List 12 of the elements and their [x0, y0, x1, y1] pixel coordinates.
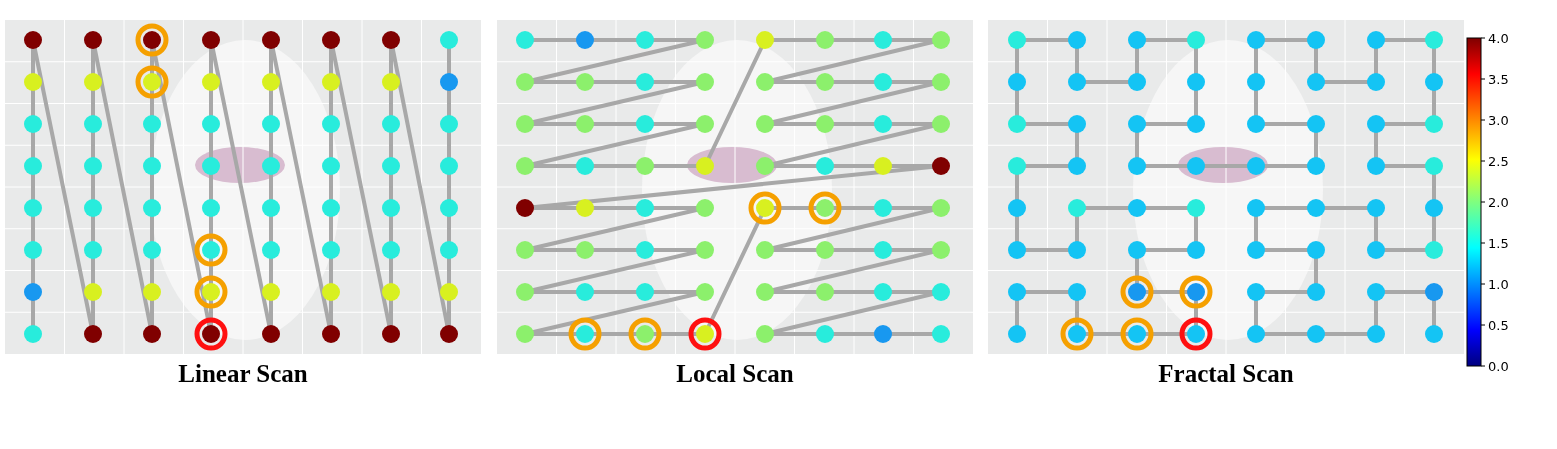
tick-label: 1.0	[1488, 276, 1509, 292]
tick-label: 3.5	[1488, 71, 1509, 87]
panel-title: Linear Scan	[178, 360, 308, 388]
tick-label: 0.5	[1488, 317, 1509, 333]
tick-label: 3.0	[1488, 112, 1509, 128]
panel-title: Fractal Scan	[1158, 360, 1294, 388]
tick-label: 2.0	[1488, 194, 1509, 210]
tick-label: 1.5	[1488, 235, 1509, 251]
tick-label: 0.0	[1488, 358, 1509, 374]
tick-label: 4.0	[1488, 30, 1509, 46]
panel-title: Local Scan	[676, 360, 794, 388]
tick-label: 2.5	[1488, 153, 1509, 169]
